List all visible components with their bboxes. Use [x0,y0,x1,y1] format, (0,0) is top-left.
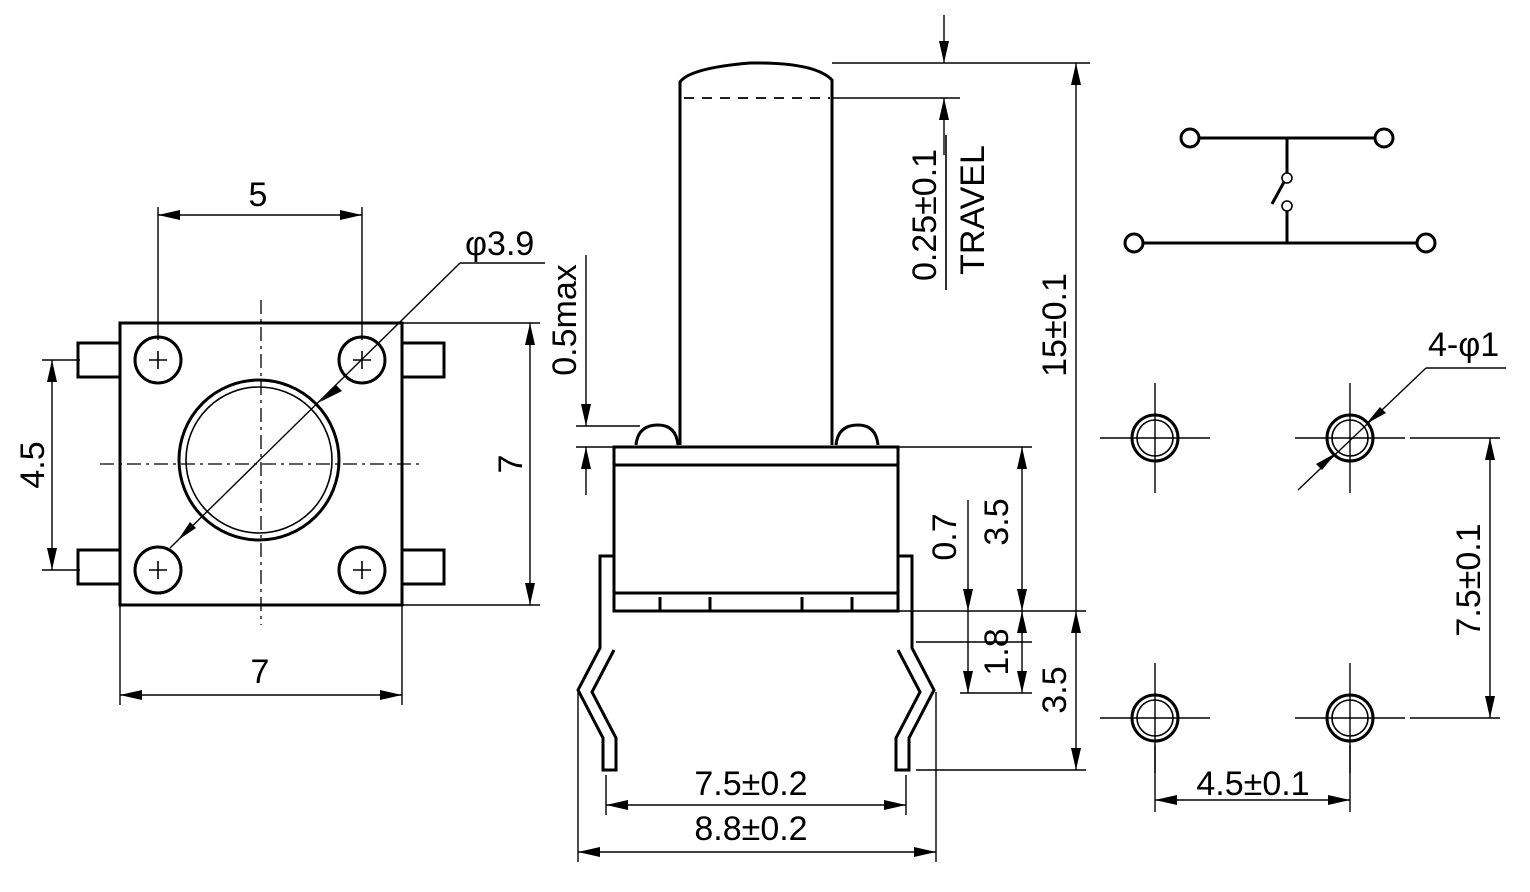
dim-lead-length-label: 3.5 [1036,666,1074,713]
lead-left [576,554,618,772]
dim-pitch-vertical-label: 4.5 [14,441,52,488]
dim-lead-length: 3.5 [1036,611,1081,714]
dim-travel-value: 0.25±0.1 [906,149,944,281]
dim-total-height-label: 15±0.1 [1036,273,1074,377]
terminal-2 [1373,127,1395,149]
contact-top [1281,172,1293,184]
dim-width-label: 7 [251,653,270,691]
dim-pcb-horizontal-pitch: 4.5±0.1 [1154,745,1351,812]
dim-body-height-label: 3.5 [978,498,1016,545]
base-ribs [658,597,854,611]
switch-schematic [1123,127,1437,254]
tab-top-right [400,341,446,379]
dim-body-height: 3.5 [978,447,1027,611]
tab-top-left [76,341,122,379]
dim-lead-spacing-outer-label: 8.8±0.2 [694,810,807,848]
dim-pcb-horizontal-pitch-label: 4.5±0.1 [1196,765,1309,803]
terminal-1 [1179,127,1201,149]
body-base [612,591,900,613]
dim-pcb-vertical-pitch: 7.5±0.1 [1410,437,1500,719]
dim-pitch-vertical: 4.5 [14,359,80,571]
dim-pitch-horizontal: 5 [157,176,363,340]
bump-left [634,423,680,446]
dim-button-diameter-label: φ3.9 [465,225,534,263]
dim-height-label: 7 [492,455,530,474]
actuator-stem [678,61,834,445]
button-outer [177,378,341,542]
terminal-4 [1415,232,1437,254]
button-inner [185,386,333,534]
pcb-hole-tl [1100,383,1210,493]
dim-button-diameter: φ3.9 [169,225,545,549]
dim-lead-bend-label: 1.8 [978,628,1016,675]
dim-lead-spacing-inner: 7.5±0.2 [605,765,907,815]
body-cap [612,445,900,467]
dim-hole-callout-label: 4-φ1 [1428,326,1499,364]
corner-marker-bl [133,545,183,595]
terminal-3 [1123,232,1145,254]
dim-pitch-horizontal-label: 5 [249,176,268,214]
pcb-hole-tr [1295,383,1405,493]
corner-marker-tl [133,335,183,385]
dim-lead-bend: 1.8 [963,611,1027,693]
tab-bottom-left [76,548,122,586]
dim-hole-callout: 4-φ1 [1297,326,1506,491]
contact-bottom [1281,200,1293,212]
dim-width: 7 [119,605,403,705]
dim-total-height: 15±0.1 [1036,63,1081,770]
tab-bottom-right [400,548,446,586]
dim-pcb-vertical-pitch-label: 7.5±0.1 [1450,523,1488,636]
pcb-layout: 4-φ1 7.5±0.1 4.5±0.1 [1100,326,1506,812]
dim-lead-spacing-outer: 8.8±0.2 [577,692,937,862]
top-view: 5 4.5 7 7 [14,176,545,705]
dim-lead-spacing-inner-label: 7.5±0.2 [694,765,807,803]
dim-standoff-label: 0.7 [926,513,964,560]
dim-standoff: 0.7 [926,500,973,611]
bump-right [834,423,880,446]
dim-height: 7 [402,322,540,606]
lead-right [894,554,936,772]
dim-max-offset-label: 0.5max [546,264,584,376]
dim-max-offset: 0.5max [546,255,640,495]
dim-travel-label: TRAVEL [954,145,992,275]
corner-marker-br [337,545,387,595]
side-view: 0.5max 0.25±0.1 TRAVEL 15±0.1 [546,15,1090,862]
dim-travel: 0.25±0.1 TRAVEL [832,15,1090,290]
body-block [612,463,900,595]
